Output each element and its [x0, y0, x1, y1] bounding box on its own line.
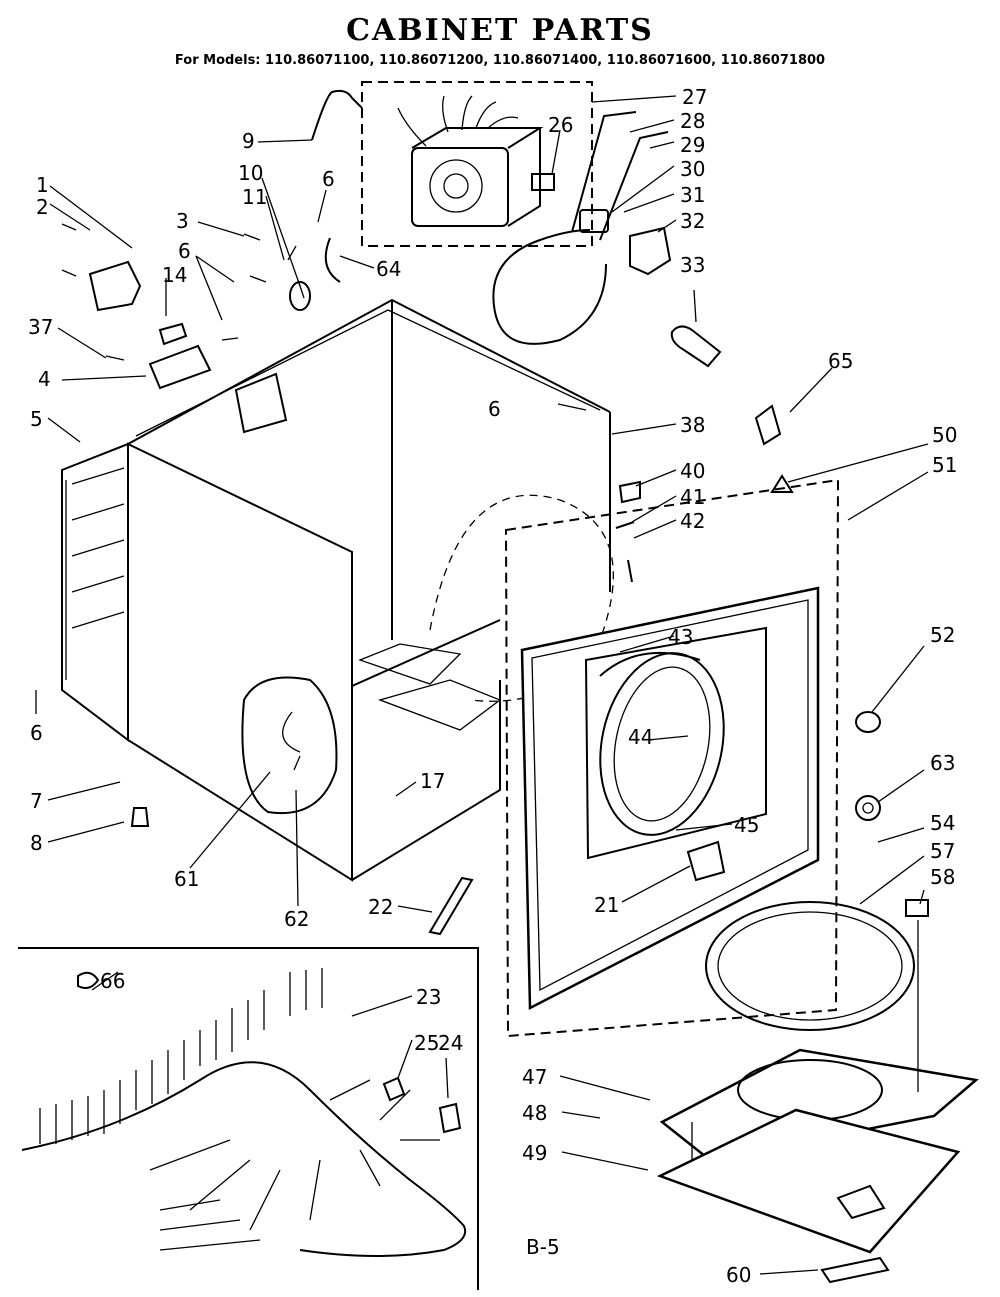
callout-33: 33 [680, 253, 705, 277]
page-number: B-5 [526, 1235, 560, 1259]
callout-4: 4 [38, 367, 51, 391]
callout-21: 21 [594, 893, 619, 917]
callout-47: 47 [522, 1065, 547, 1089]
callout-60: 60 [726, 1263, 751, 1287]
callout-8: 8 [30, 831, 43, 855]
callout-64: 64 [376, 257, 401, 281]
callout-6d: 6 [30, 721, 43, 745]
callout-51: 51 [932, 453, 957, 477]
callout-22: 22 [368, 895, 393, 919]
callout-17: 17 [420, 769, 445, 793]
callout-45: 45 [734, 813, 759, 837]
callout-62: 62 [284, 907, 309, 931]
callout-25: 25 [414, 1031, 439, 1055]
callout-42: 42 [680, 509, 705, 533]
part-9-shape [311, 89, 363, 141]
part-65-switch [754, 404, 782, 446]
part-63-bumper-inner [862, 802, 874, 814]
callout-29: 29 [680, 133, 705, 157]
part-30-lamp [579, 209, 609, 233]
callout-54: 54 [930, 811, 955, 835]
callout-49: 49 [522, 1141, 547, 1165]
wiring-harness-inset [18, 947, 479, 1290]
callout-37: 37 [28, 315, 53, 339]
callout-31: 31 [680, 183, 705, 207]
part-22-bracket [428, 876, 474, 936]
callout-44: 44 [628, 725, 653, 749]
callout-63: 63 [930, 751, 955, 775]
callout-26: 26 [548, 113, 573, 137]
callout-14: 14 [162, 263, 187, 287]
callout-9: 9 [242, 129, 255, 153]
callout-30: 30 [680, 157, 705, 181]
leader-lines [35, 95, 929, 1275]
callout-2: 2 [36, 195, 49, 219]
callout-labels: 1 2 3 4 5 6 6 6 6 7 8 9 10 11 14 17 21 2… [28, 85, 957, 1287]
thermal-cord [492, 229, 607, 345]
callout-61: 61 [174, 867, 199, 891]
callout-1: 1 [36, 173, 49, 197]
callout-6c: 6 [488, 397, 501, 421]
part-28-29-rods [571, 111, 669, 241]
callout-66: 66 [100, 969, 125, 993]
callout-48: 48 [522, 1101, 547, 1125]
callout-6b: 6 [322, 167, 335, 191]
part-33-roller [670, 325, 722, 368]
callout-10: 10 [238, 161, 263, 185]
part-63-bumper [855, 795, 881, 821]
part-50-clip [770, 474, 794, 493]
callout-28: 28 [680, 109, 705, 133]
callout-23: 23 [416, 985, 441, 1009]
callout-58: 58 [930, 865, 955, 889]
callout-6a: 6 [178, 239, 191, 263]
callout-27: 27 [682, 85, 707, 109]
callout-52: 52 [930, 623, 955, 647]
page-title: CABINET PARTS [346, 13, 654, 48]
cabinet-body [61, 298, 614, 882]
callout-3: 3 [176, 209, 189, 233]
parts-40-42-latch [615, 480, 641, 583]
callout-43: 43 [668, 625, 693, 649]
part-60-strip [820, 1256, 890, 1284]
part-21-hinge [686, 840, 726, 882]
motor-assembly [361, 81, 593, 247]
callout-7: 7 [30, 789, 43, 813]
top-left-hardware [61, 223, 341, 390]
callout-40: 40 [680, 459, 705, 483]
callout-57: 57 [930, 839, 955, 863]
callout-41: 41 [680, 485, 705, 509]
callout-65: 65 [828, 349, 853, 373]
part-8-leg [130, 807, 150, 827]
part-32-bracket [629, 226, 672, 276]
callout-38: 38 [680, 413, 705, 437]
base-assembly [656, 899, 979, 1254]
front-panel [504, 478, 840, 1038]
callout-24: 24 [438, 1031, 463, 1055]
callout-11: 11 [242, 185, 267, 209]
callout-5: 5 [30, 407, 43, 431]
model-list: For Models: 110.86071100, 110.86071200, … [175, 53, 825, 68]
part-52-bumper [855, 711, 881, 733]
callout-32: 32 [680, 209, 705, 233]
callout-50: 50 [932, 423, 957, 447]
